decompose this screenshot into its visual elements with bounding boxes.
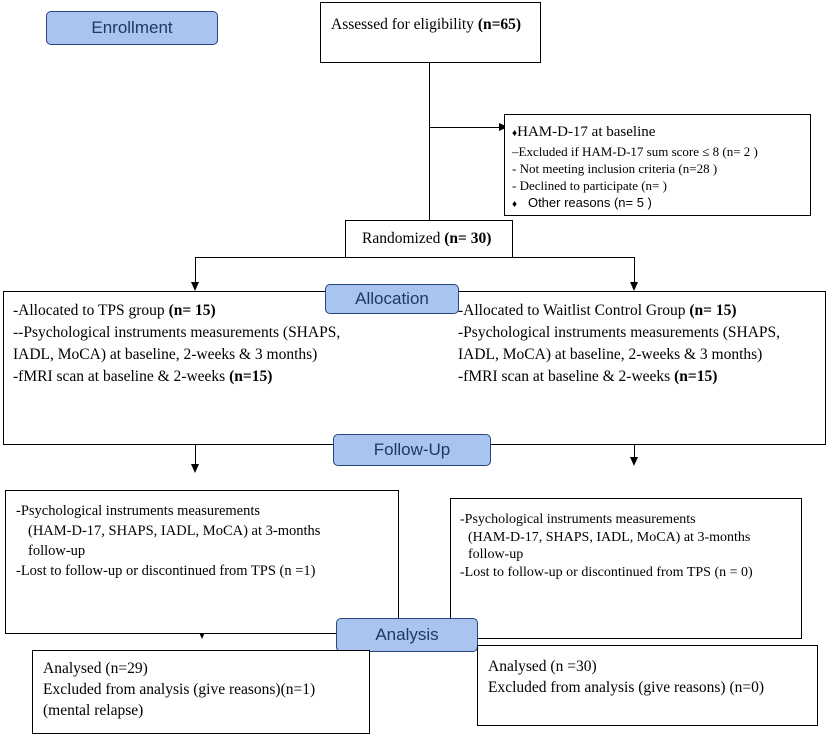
tps-analysis-line: Analysed (n=29) <box>43 660 148 677</box>
wait-alloc-line: IADL, MoCA) at baseline, 2-weeks & 3 mon… <box>458 346 763 363</box>
assessed-label: Assessed for eligibility <box>331 16 478 33</box>
connector-wait-down <box>634 257 635 283</box>
diamond-bullet-icon: ♦ <box>512 199 518 210</box>
waitlist-allocation-box: -Allocated to Waitlist Control Group (n=… <box>443 291 826 445</box>
arrowhead-tps-alloc <box>191 282 199 291</box>
tps-followup-box: -Psychological instruments measurements … <box>5 490 399 634</box>
tps-alloc-line: -Allocated to TPS group (n= 15) <box>13 300 391 322</box>
tps-analysis-line: (mental relapse) <box>43 702 144 719</box>
randomized-label: Randomized <box>362 230 445 247</box>
wait-follow-line: -Lost to follow-up or discontinued from … <box>460 564 753 580</box>
stage-allocation: Allocation <box>325 284 459 314</box>
tps-follow-line: (HAM-D-17, SHAPS, IADL, MoCA) at 3-month… <box>28 523 321 539</box>
tps-follow-line: -Psychological instruments measurements <box>16 503 261 519</box>
waitlist-followup-box: -Psychological instruments measurements … <box>450 498 802 639</box>
wait-analysis-line: Analysed (n =30) <box>488 658 597 675</box>
tps-alloc-line: -fMRI scan at baseline & 2-weeks (n=15) <box>13 366 391 388</box>
wait-alloc-text: -Allocated to Waitlist Control Group <box>458 302 690 319</box>
wait-follow-line: follow-up <box>468 547 524 562</box>
excluded-item: - Not meeting inclusion criteria (n=28 ) <box>512 161 718 176</box>
connector-tps-followup <box>195 430 196 466</box>
excluded-other-row: ♦ Other reasons (n= 5 ) <box>512 194 810 213</box>
wait-alloc-line: -Allocated to Waitlist Control Group (n=… <box>458 300 825 322</box>
wait-alloc-count: (n= 15) <box>689 302 737 319</box>
tps-alloc-count: (n= 15) <box>168 302 216 319</box>
excluded-box: ♦HAM-D-17 at baseline –Excluded if HAM-D… <box>504 114 811 216</box>
connector-assessed-down <box>429 63 430 221</box>
excluded-title: HAM-D-17 at baseline <box>517 124 656 140</box>
wait-follow-line: -Psychological instruments measurements <box>460 512 696 527</box>
assessed-count: (n=65) <box>477 16 522 33</box>
wait-alloc-line: -fMRI scan at baseline & 2-weeks (n=15) <box>458 366 825 388</box>
connector-tps-down <box>195 257 196 283</box>
connector-to-excluded <box>429 127 501 128</box>
tps-alloc-line: --Psychological instruments measurements… <box>13 324 341 341</box>
diamond-bullet-icon: ♦ <box>512 128 518 139</box>
wait-analysis-line: Excluded from analysis (give reasons) (n… <box>488 679 765 696</box>
tps-alloc-line: IADL, MoCA) at baseline, 2-weeks & 3 mon… <box>13 346 318 363</box>
excluded-item: - Declined to participate (n= ) <box>512 178 667 193</box>
excluded-title-row: ♦HAM-D-17 at baseline <box>512 123 810 143</box>
arrowhead-excluded <box>499 123 508 131</box>
assessed-box: Assessed for eligibility (n=65) <box>320 2 541 63</box>
wait-fmri-count: (n=15) <box>674 368 718 385</box>
randomized-count: (n= 30) <box>444 230 492 247</box>
arrowhead-wait-followup <box>630 457 638 466</box>
stage-follow-up: Follow-Up <box>333 434 491 466</box>
randomized-box: Randomized (n= 30) <box>345 220 513 258</box>
wait-fmri-text: -fMRI scan at baseline & 2-weeks <box>458 368 675 385</box>
tps-analysis-box: Analysed (n=29) Excluded from analysis (… <box>32 650 370 734</box>
tps-fmri-text: -fMRI scan at baseline & 2-weeks <box>13 368 230 385</box>
arrowhead-wait-alloc <box>630 282 638 291</box>
tps-fmri-count: (n=15) <box>229 368 273 385</box>
stage-enrollment: Enrollment <box>46 11 218 45</box>
tps-follow-line: -Lost to follow-up or discontinued from … <box>16 563 316 579</box>
arrowhead-tps-followup <box>191 464 199 473</box>
wait-alloc-line: -Psychological instruments measurements … <box>458 324 781 341</box>
excluded-item: –Excluded if HAM-D-17 sum score ≤ 8 (n= … <box>512 144 758 159</box>
tps-follow-line: follow-up <box>28 543 86 559</box>
tps-alloc-text: -Allocated to TPS group <box>13 302 169 319</box>
tps-allocation-box: -Allocated to TPS group (n= 15) --Psycho… <box>3 291 391 445</box>
excluded-other: Other reasons (n= 5 ) <box>527 195 652 210</box>
stage-analysis: Analysis <box>336 618 478 652</box>
wait-follow-line: (HAM-D-17, SHAPS, IADL, MoCA) at 3-month… <box>468 529 751 545</box>
waitlist-analysis-box: Analysed (n =30) Excluded from analysis … <box>477 645 818 726</box>
tps-analysis-line: Excluded from analysis (give reasons)(n=… <box>43 681 316 698</box>
